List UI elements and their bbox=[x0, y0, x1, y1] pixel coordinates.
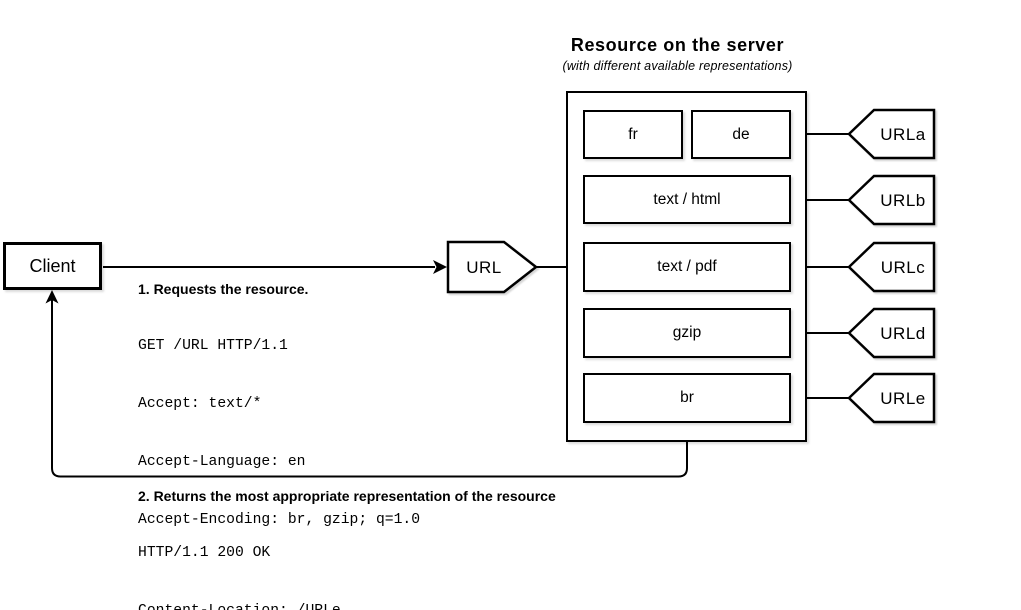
url-tag-urle-label: URLe bbox=[880, 389, 925, 408]
response-line: Content-Location: /URLe bbox=[138, 602, 556, 610]
url-tag-urlb-label: URLb bbox=[880, 191, 925, 210]
request-heading: 1. Requests the resource. bbox=[138, 281, 309, 297]
response-annotation: 2. Returns the most appropriate represen… bbox=[138, 488, 556, 610]
url-tag-urlb-shape bbox=[847, 174, 936, 226]
representation-label: text / pdf bbox=[657, 258, 717, 275]
url-tag-urlc-label: URLc bbox=[881, 258, 926, 277]
url-node-shape bbox=[446, 240, 539, 294]
url-tag-urla-label: URLa bbox=[880, 125, 926, 144]
server-title: Resource on the server bbox=[570, 35, 785, 55]
url-tag-urld-shape bbox=[847, 307, 936, 359]
representation-gzip: gzip bbox=[583, 308, 791, 358]
request-line: GET /URL HTTP/1.1 bbox=[138, 337, 288, 354]
request-arrowhead-icon bbox=[433, 260, 447, 274]
representation-text-html: text / html bbox=[583, 175, 791, 224]
representation-label: de bbox=[732, 125, 750, 143]
representation-label: br bbox=[680, 389, 694, 406]
representation-br: br bbox=[583, 373, 791, 423]
response-heading: 2. Returns the most appropriate represen… bbox=[138, 488, 556, 504]
response-line: HTTP/1.1 200 OK bbox=[138, 544, 271, 561]
request-line: Accept-Encoding: br, gzip; q=1.0 bbox=[138, 512, 421, 529]
request-line: Accept-Language: en bbox=[138, 454, 306, 471]
url-node-label: URL bbox=[466, 258, 502, 277]
url-tag-urld-label: URLd bbox=[880, 324, 925, 343]
representation-label: gzip bbox=[672, 324, 702, 341]
representation-fr: fr bbox=[583, 110, 683, 159]
representation-text-pdf: text / pdf bbox=[583, 242, 791, 292]
representation-label: text / html bbox=[653, 190, 721, 208]
server-title-block: Resource on the server (with different a… bbox=[445, 34, 910, 74]
client-label: Client bbox=[29, 255, 76, 276]
request-line: Accept: text/* bbox=[138, 396, 262, 413]
url-tag-urlc-shape bbox=[847, 241, 936, 293]
client-node: Client bbox=[3, 242, 102, 290]
server-subtitle: (with different available representation… bbox=[562, 59, 793, 73]
representation-de: de bbox=[691, 110, 791, 159]
representation-label: fr bbox=[628, 125, 638, 143]
response-arrowhead-icon bbox=[45, 290, 59, 304]
url-tag-urla-shape bbox=[847, 108, 936, 160]
url-tag-urle-shape bbox=[847, 372, 936, 424]
request-annotation: 1. Requests the resource. GET /URL HTTP/… bbox=[138, 281, 420, 570]
